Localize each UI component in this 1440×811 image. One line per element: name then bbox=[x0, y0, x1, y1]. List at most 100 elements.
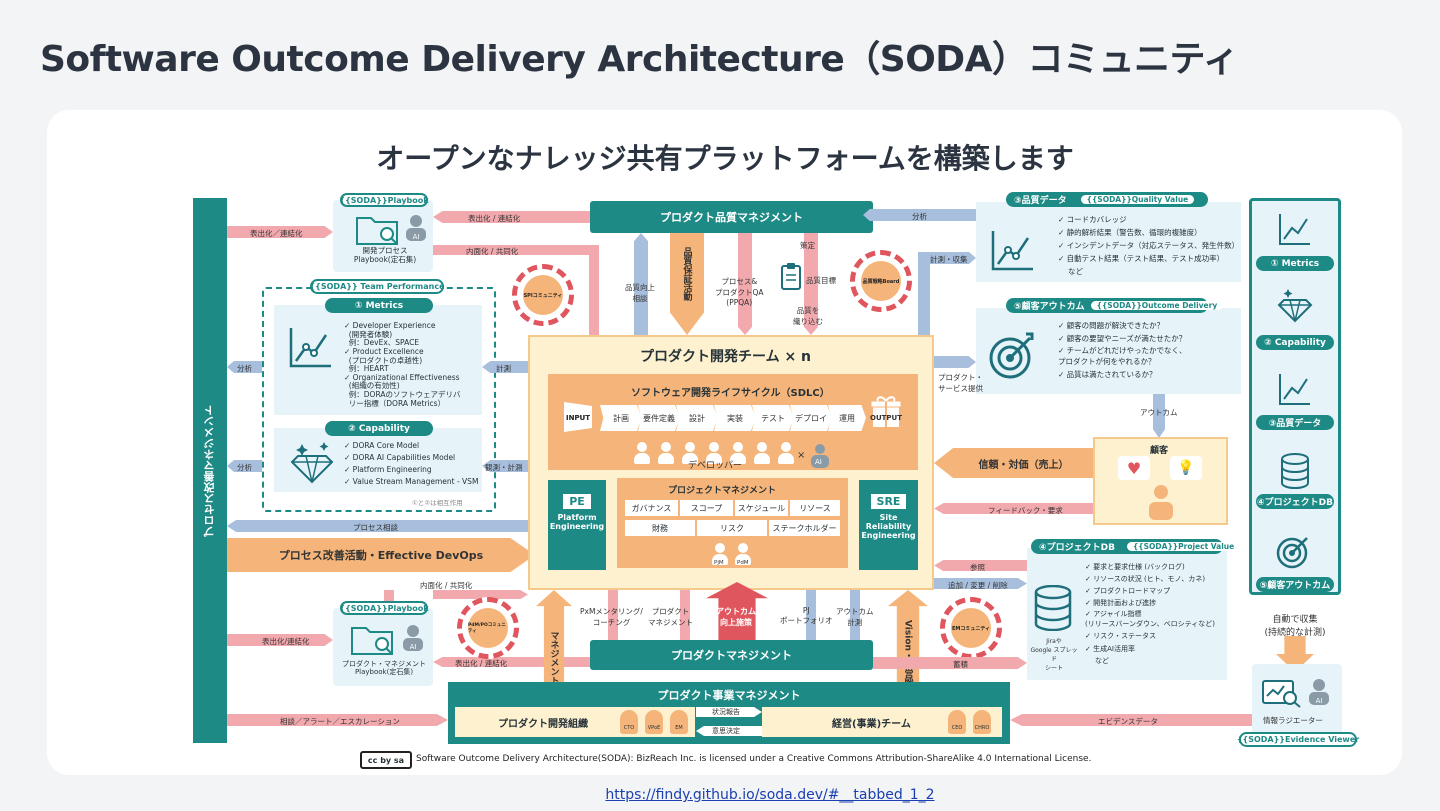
sdlc-step: 実装 bbox=[714, 405, 756, 431]
pdm-community-label: PdM/POコミュニティ bbox=[468, 623, 506, 634]
sdlc-step: 設計 bbox=[676, 405, 718, 431]
label-decide: 策定 bbox=[800, 241, 815, 250]
line-chart-icon bbox=[990, 228, 1035, 273]
metrics-pill: ① Metrics bbox=[325, 298, 433, 313]
pm-cell: 財務 bbox=[625, 520, 695, 536]
project-db-item: ✓ アジャイル指標 (リリースバーンダウン、ベロシティなど) bbox=[1085, 610, 1215, 628]
database-icon bbox=[1033, 584, 1073, 632]
right-item-quality: ③品質データ bbox=[1256, 415, 1334, 430]
developer-icon bbox=[778, 442, 794, 464]
folder-search-icon bbox=[355, 212, 400, 246]
sdlc-step: 運用 bbox=[828, 405, 866, 431]
role-ceo: CEO bbox=[951, 725, 963, 731]
outcome-tag-label: ⑤顧客アウトカム bbox=[1014, 302, 1085, 312]
project-db-list: ✓ 要求と要求仕様 (バックログ) ✓ リソースの状況 (ヒト、モノ、カネ) ✓… bbox=[1085, 561, 1215, 667]
metrics-item: ✓ Developer Experience bbox=[344, 321, 436, 330]
arrow-add-change bbox=[934, 578, 1027, 589]
metrics-item: (開発者体験) bbox=[344, 329, 393, 339]
arrow-measure bbox=[482, 361, 528, 373]
arrow-outcome-measure bbox=[850, 590, 860, 640]
capability-item: ✓ Value Stream Management - VSM bbox=[344, 477, 479, 486]
source-link[interactable]: https://findy.github.io/soda.dev/#__tabb… bbox=[605, 787, 935, 803]
role-em-icon: EM bbox=[670, 710, 688, 734]
em-community-badge: EMコミュニティ bbox=[940, 597, 1002, 659]
sre-box: SRE Site Reliability Engineering bbox=[859, 480, 918, 570]
arrow-out-connect-4 bbox=[433, 657, 590, 667]
quality-data-tag: ③品質データ {{SODA}}Quality Value bbox=[1006, 192, 1208, 207]
database-icon bbox=[1280, 453, 1310, 490]
arrow-ppqa bbox=[738, 233, 752, 335]
arrow-out-connect-2 bbox=[433, 211, 590, 223]
arrow-pj-portfolio bbox=[806, 590, 816, 640]
pm-cell: ステークホルダー bbox=[769, 520, 840, 536]
playbook-top-text: 開発プロセス Playbook(定石集) bbox=[353, 246, 417, 264]
role-ceo-icon: CEO bbox=[948, 710, 966, 734]
arrow-measure-collect bbox=[918, 252, 976, 264]
sdlc-step: テスト bbox=[752, 405, 794, 431]
outcome-item-text: 品質は満たされているか？ bbox=[1066, 370, 1157, 379]
line-chart-icon bbox=[288, 325, 333, 370]
arrow-out-connect-1 bbox=[227, 226, 333, 238]
project-db-tag: ④プロジェクトDB {{SODA}}Project Value bbox=[1031, 539, 1241, 554]
sre-full: Site Reliability Engineering bbox=[861, 513, 916, 540]
label-status-report: 状況報告 bbox=[712, 708, 740, 716]
license-text: Software Outcome Delivery Architecture(S… bbox=[416, 754, 1092, 764]
sdlc-step: 要件定義 bbox=[638, 405, 680, 431]
label-measure-collect: 計測・収集 bbox=[930, 255, 968, 264]
input-label: INPUT bbox=[566, 414, 591, 422]
sdlc-title: ソフトウェア開発ライフサイクル（SDLC） bbox=[631, 388, 830, 399]
cc-license-badge: cc by sa bbox=[360, 751, 412, 769]
spi-community-inner: SPIコミュニティ bbox=[523, 275, 563, 315]
arrow-process-improve: プロセス改善活動・Effective DevOps bbox=[227, 538, 535, 572]
metrics-item: リー指標（DORA Metrics） bbox=[344, 398, 446, 408]
sdlc-step: 計画 bbox=[600, 405, 642, 431]
quality-data-item-text: 静的解析結果（警告数、循環的複雑度） bbox=[1066, 228, 1202, 237]
playbook-top-tag: {{SODA}}Playbook bbox=[339, 193, 429, 207]
ai-person-icon bbox=[810, 443, 830, 469]
process-improvement-bar: プロセス改善マネジメント bbox=[193, 198, 227, 743]
role-vpoe-icon: VPoE bbox=[645, 710, 663, 734]
arrow-analysis-2 bbox=[227, 460, 262, 472]
customer-label: 顧客 bbox=[1150, 446, 1169, 456]
business-management-label: プロダクト事業マネジメント bbox=[657, 689, 801, 702]
label-consult-alert: 相談／アラート／エスカレーション bbox=[280, 717, 400, 726]
capability-item: ✓ DORA AI Capabilities Model bbox=[344, 453, 456, 462]
arrow-consult-alert bbox=[227, 714, 448, 726]
dev-team-title: プロダクト開発チーム × n bbox=[640, 349, 812, 365]
svg-text:INPUT: INPUT bbox=[566, 414, 590, 422]
project-db-item: ✓ 生成AI活用率 bbox=[1085, 645, 1135, 653]
role-vpoe: VPoE bbox=[647, 725, 661, 731]
metrics-item: 例：DORAのソフトウェアデリバ bbox=[344, 390, 461, 399]
quality-board-badge: 品質戦略Board bbox=[850, 250, 912, 312]
svg-text:AI: AI bbox=[410, 643, 417, 651]
metrics-item: (プロダクトの卓越性) bbox=[344, 355, 423, 365]
arrow-quality-assurance: 品質保証活動 bbox=[670, 233, 704, 335]
em-community-label: EMコミュニティ bbox=[951, 625, 991, 632]
project-db-item-text: 生成AI活用率 bbox=[1093, 645, 1135, 653]
label-accumulate: 蓄積 bbox=[953, 660, 968, 669]
arrow-process-consult bbox=[227, 520, 528, 532]
metrics-item: ✓ Product Excellence bbox=[344, 346, 424, 356]
diagram-subtitle: オープンなナレッジ共有プラットフォームを構築します bbox=[376, 142, 1074, 175]
developer-icon bbox=[754, 442, 770, 464]
project-db-item: ✓ プロダクトロードマップ bbox=[1085, 587, 1171, 595]
quality-data-item-text: コードカバレッジ bbox=[1066, 215, 1127, 224]
pe-box: PE Platform Engineering bbox=[548, 480, 606, 570]
arrow-accumulate bbox=[873, 657, 1027, 669]
team-performance-tag: {{SODA}} Team Performance bbox=[309, 279, 445, 294]
evidence-viewer-tag: {{SODA}}Evidence Viewer bbox=[1237, 732, 1359, 747]
label-evidence-data: エビデンスデータ bbox=[1098, 717, 1158, 726]
page-title: Software Outcome Delivery Architecture（S… bbox=[40, 39, 1239, 80]
project-db-item: ✓ リスク・ステータス bbox=[1085, 632, 1156, 640]
label-outcome-measure: アウトカム 計測 bbox=[836, 607, 874, 627]
pjm-label: PjM bbox=[714, 560, 724, 566]
label-product-manage: プロダクト マネジメント bbox=[648, 607, 693, 627]
ai-label: AI bbox=[815, 458, 822, 466]
capability-item: ✓ DORA Core Model bbox=[344, 441, 420, 450]
quality-data-list: ✓ コードカバレッジ ✓ 静的解析結果（警告数、循環的複雑度） ✓ インシデント… bbox=[1058, 213, 1239, 278]
label-out-connect-2: 表出化 / 連結化 bbox=[468, 214, 521, 223]
project-db-sub: {{SODA}}Project Value bbox=[1126, 542, 1241, 551]
quality-data-sub: {{SODA}}Quality Value bbox=[1080, 195, 1195, 204]
line-chart-icon bbox=[1278, 212, 1312, 246]
label-outcome: アウトカム bbox=[1140, 408, 1178, 417]
